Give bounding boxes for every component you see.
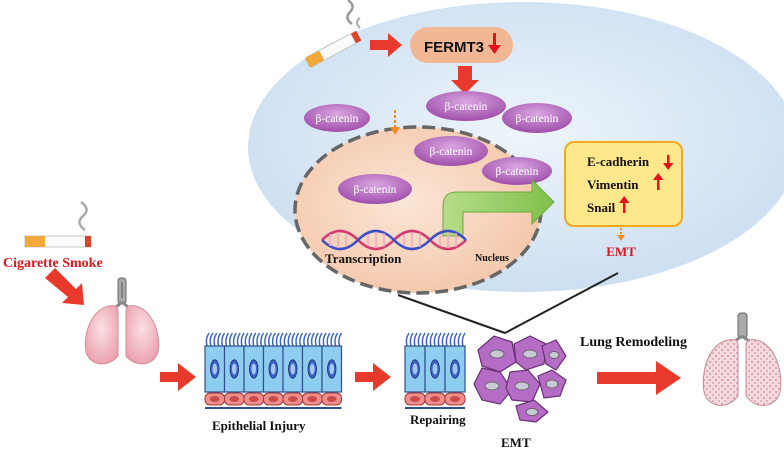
beta-catenin-3: β-catenin [502, 103, 572, 133]
epithelial-cell [223, 332, 245, 393]
vimentin-label: Vimentin [587, 177, 639, 192]
epithelial-basal-cell [204, 392, 225, 406]
beta-catenin-5: β-catenin [482, 157, 552, 185]
dna-helix-icon [321, 229, 467, 251]
smoke-icon-left [78, 200, 88, 232]
fermt3-down-arrow-icon [488, 33, 501, 54]
repairing-basal-cell [424, 392, 446, 406]
beta-catenin-label: β-catenin [316, 113, 359, 125]
fermt3-label: FERMT3 [424, 39, 484, 56]
e-cadherin-label: E-cadherin [587, 154, 650, 169]
healthy-lung-icon [84, 277, 160, 365]
arrow-injury-to-repairing [355, 363, 391, 391]
arrow-lung-to-epithelium [160, 363, 196, 391]
beta-catenin-1: β-catenin [304, 104, 370, 132]
beta-catenin-2: β-catenin [426, 91, 506, 121]
cigarette-icon-top [305, 30, 362, 68]
transcription-label: Transcription [325, 251, 402, 266]
epithelial-basal-cell [263, 392, 284, 406]
repairing-basal-cell [404, 392, 426, 406]
epithelial-cell [262, 332, 284, 393]
arrow-to-fermt3 [370, 33, 402, 57]
repairing-cell [404, 332, 426, 393]
emt-cells-label: EMT [501, 435, 531, 450]
repairing-label: Repairing [410, 412, 466, 427]
remodeled-lung-icon [702, 312, 782, 406]
beta-catenin-6: β-catenin [338, 174, 412, 204]
epithelial-basal-cell [321, 392, 342, 406]
epithelial-cell [243, 332, 265, 393]
arrow-fermt3-to-catenin [451, 66, 479, 94]
smoke-icon-top-2 [356, 17, 361, 29]
epithelial-basal-cell [243, 392, 264, 406]
beta-catenin-4: β-catenin [414, 136, 488, 166]
e-cadherin-down-arrow-icon [663, 155, 674, 170]
beta-catenin-label: β-catenin [430, 146, 473, 158]
epithelial-basal-cell [302, 392, 323, 406]
smoke-icon-top [346, 0, 354, 25]
vimentin-up-arrow-icon [653, 173, 664, 190]
beta-catenin-label: β-catenin [445, 101, 488, 113]
repairing-cells [404, 332, 466, 409]
repairing-basal-cell [444, 392, 466, 406]
repairing-cell [444, 332, 466, 393]
repairing-cell [424, 332, 446, 393]
transcription-bent-arrow [442, 178, 555, 237]
epithelial-injury-cells [204, 332, 343, 409]
emt-box-label: EMT [606, 244, 636, 259]
fermt3-pill [410, 27, 513, 63]
arrow-smoke-to-lung [45, 268, 84, 305]
cigarette-icon-left [24, 235, 92, 248]
beta-catenin-label: β-catenin [496, 166, 539, 178]
zoom-line-right [504, 272, 619, 334]
emt-cells [473, 335, 567, 423]
beta-catenin-label: β-catenin [516, 113, 559, 125]
nucleus-label: Nucleus [475, 253, 509, 264]
epithelial-basal-cell [224, 392, 245, 406]
epithelial-cell [301, 332, 323, 393]
beta-catenin-label: β-catenin [354, 184, 397, 196]
zoom-line-left [397, 294, 506, 334]
snail-up-arrow-icon [619, 196, 630, 213]
epithelial-basal-cell [282, 392, 303, 406]
lung-remodeling-label: Lung Remodeling [580, 335, 687, 350]
epithelial-injury-label: Epithelial Injury [212, 418, 306, 433]
arrow-to-remodeled-lung [597, 361, 681, 395]
marker-box [564, 141, 683, 227]
cigarette-smoke-label: Cigarette Smoke [3, 256, 103, 271]
epithelial-cell [321, 332, 343, 393]
epithelial-cell [282, 332, 304, 393]
marker-arrowhead-icon [617, 235, 625, 241]
epithelial-cell [204, 332, 226, 393]
translocation-arrowhead-icon [390, 127, 400, 135]
snail-label: Snail [587, 200, 616, 215]
